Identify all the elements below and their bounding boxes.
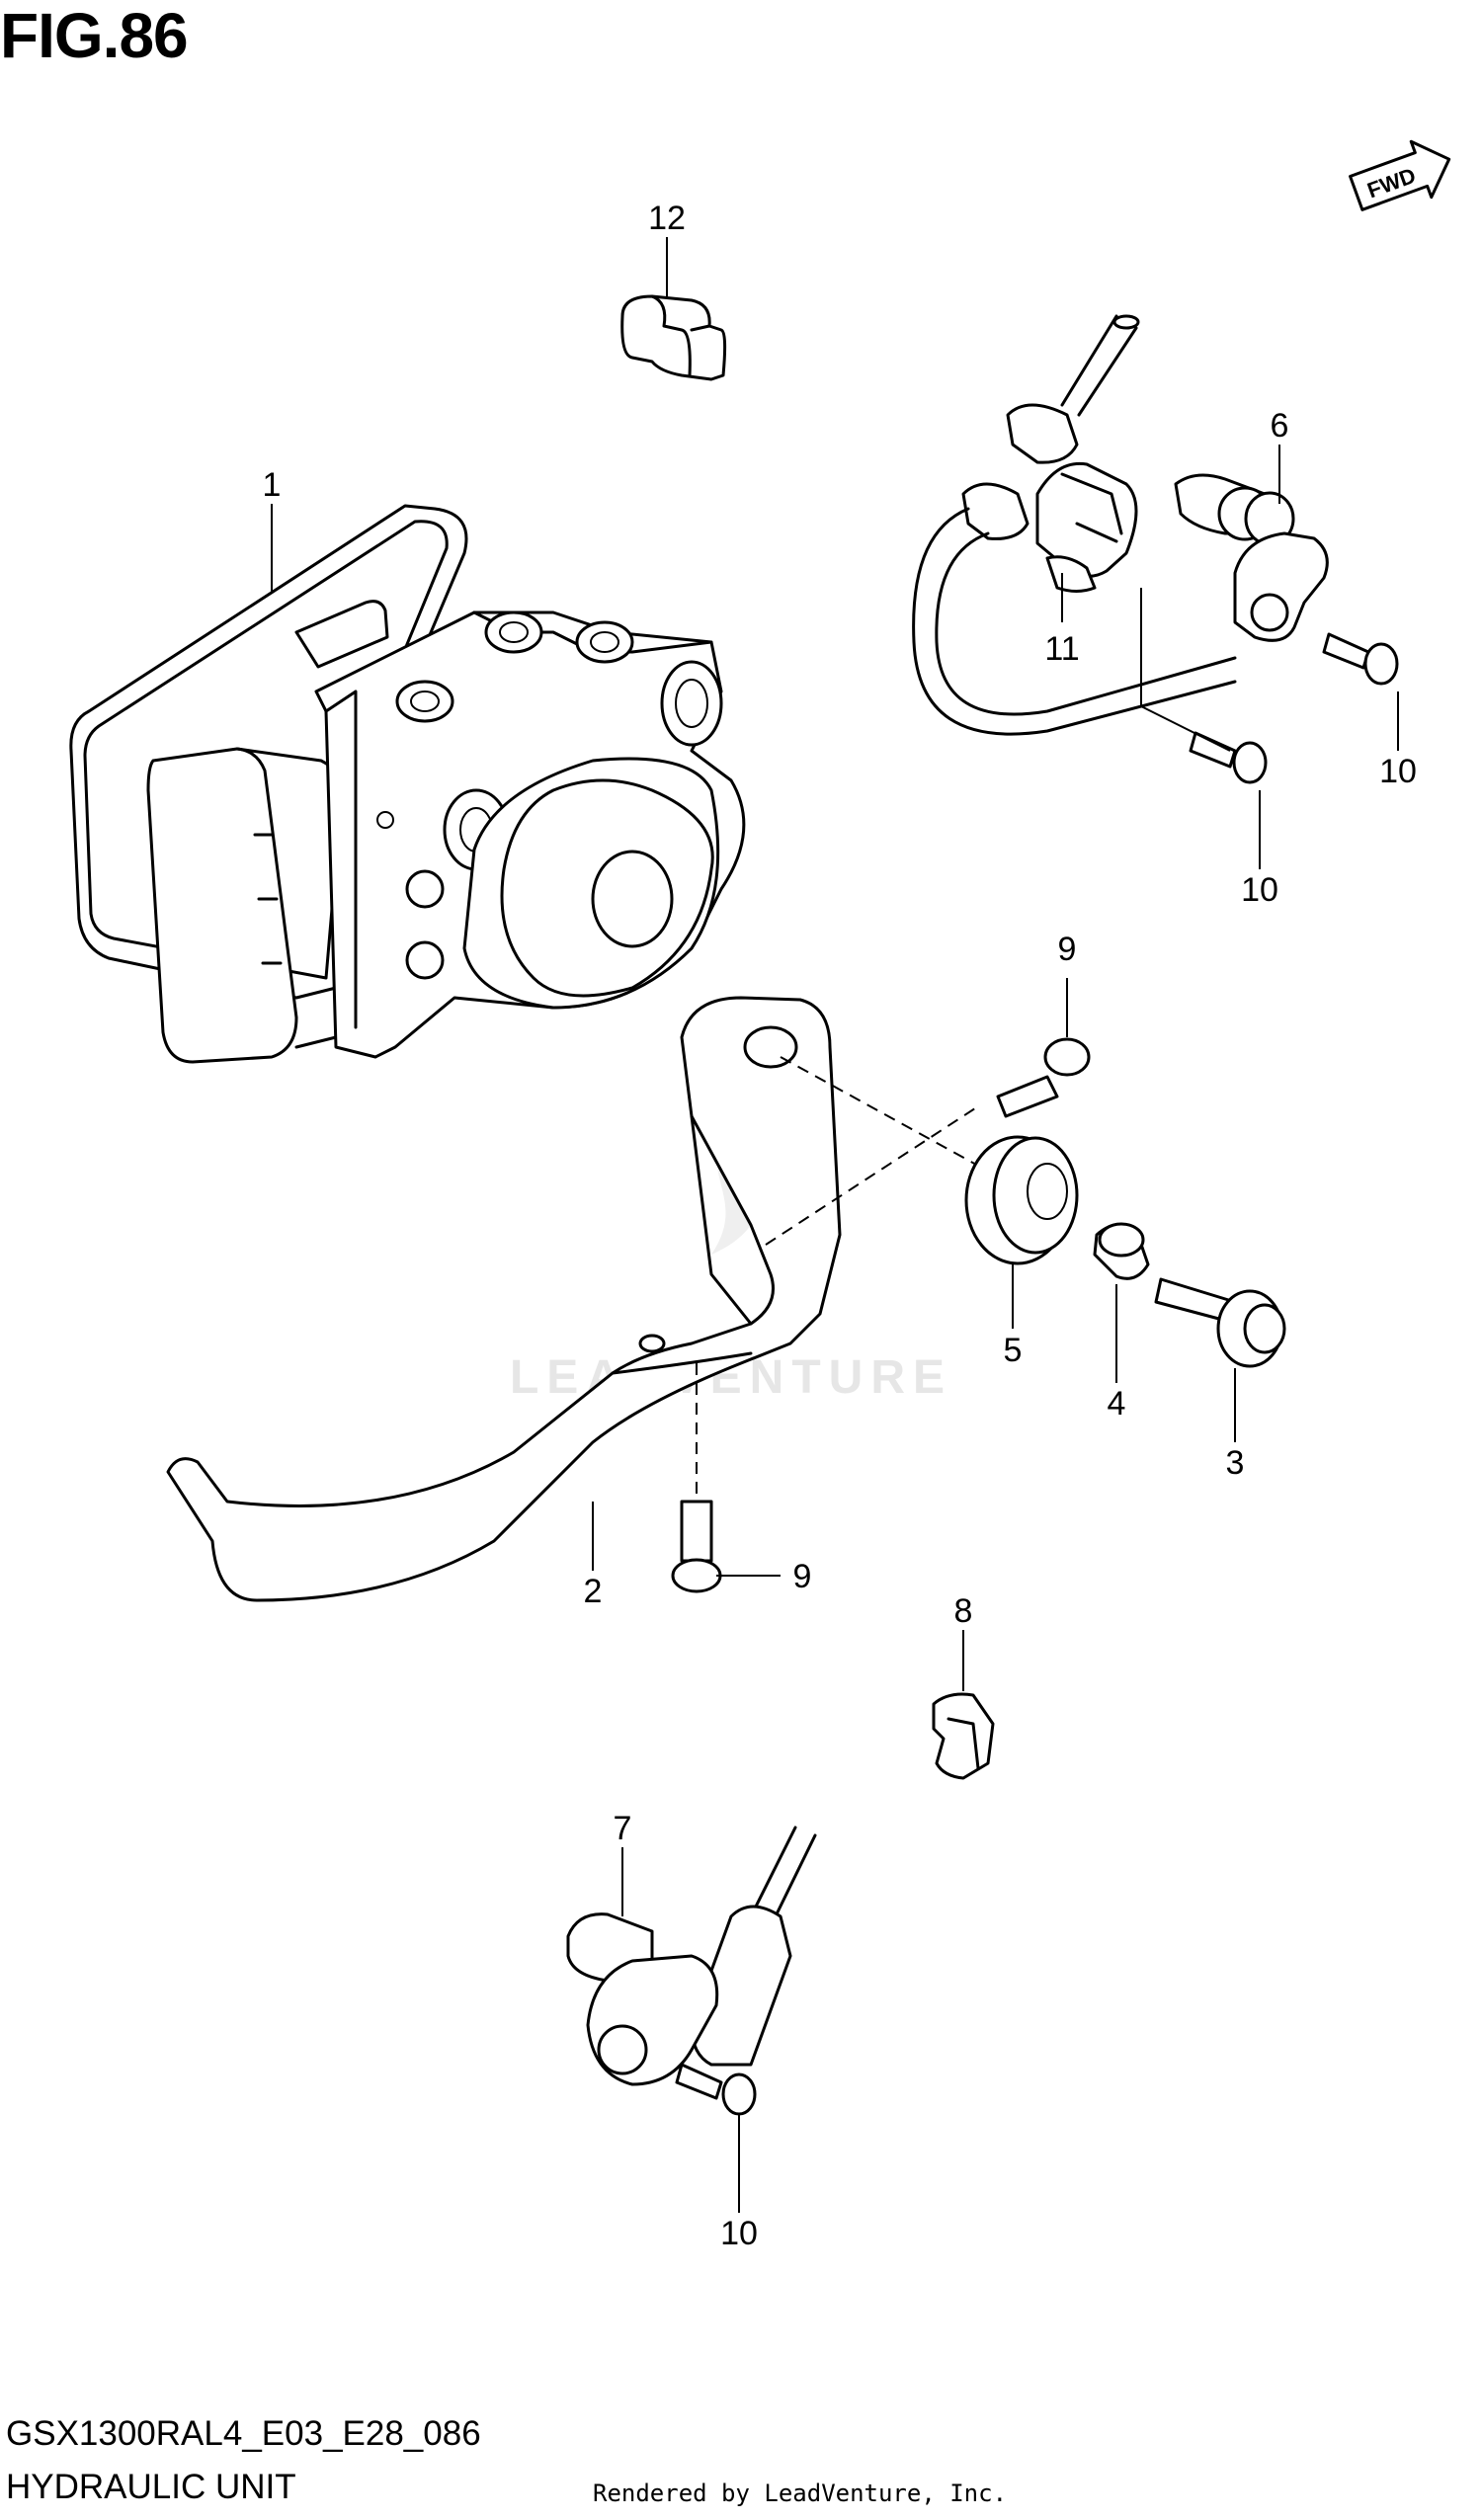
callout-10-b: 10 bbox=[1241, 871, 1278, 909]
part-1-hydraulic-unit bbox=[69, 504, 746, 1064]
leader-lines bbox=[271, 237, 1399, 2213]
part-8-clamp bbox=[932, 1692, 995, 1780]
callout-6: 6 bbox=[1271, 407, 1289, 445]
fwd-arrow-icon: FWD bbox=[1349, 139, 1451, 211]
diagram-description: HYDRAULIC UNIT bbox=[6, 2468, 296, 2506]
part-2-bracket bbox=[166, 996, 979, 1602]
callout-9-upper: 9 bbox=[1058, 931, 1077, 968]
part-3-bolt bbox=[1154, 1277, 1286, 1368]
part-10-bolt-c bbox=[675, 2063, 757, 2116]
callout-8: 8 bbox=[954, 1592, 973, 1630]
part-12-clamp bbox=[620, 294, 727, 381]
diagram-code: GSX1300RAL4_E03_E28_086 bbox=[6, 2414, 481, 2453]
callout-5: 5 bbox=[1004, 1332, 1023, 1369]
part-10-bolt-a bbox=[1322, 632, 1399, 686]
callout-10-c: 10 bbox=[720, 2215, 758, 2252]
callout-9-lower: 9 bbox=[793, 1558, 812, 1595]
callout-1: 1 bbox=[263, 466, 282, 504]
callout-7: 7 bbox=[614, 1810, 632, 1847]
callout-3: 3 bbox=[1226, 1444, 1245, 1482]
callout-10-a: 10 bbox=[1379, 753, 1417, 790]
figure-title: FIG.86 bbox=[0, 0, 189, 71]
part-9-bolt-upper bbox=[996, 1037, 1091, 1118]
part-6-11-speed-sensor bbox=[912, 314, 1329, 736]
part-5-grommet bbox=[964, 1135, 1079, 1265]
callouts: 12 1 6 11 10 10 9 5 4 3 2 9 8 7 10 bbox=[263, 200, 1417, 2252]
part-4-collar bbox=[1093, 1222, 1150, 1280]
callout-12: 12 bbox=[648, 200, 686, 237]
callout-2: 2 bbox=[584, 1573, 603, 1610]
part-7-rear-speed-sensor bbox=[566, 1826, 817, 2086]
render-credit: Rendered by LeadVenture, Inc. bbox=[593, 2479, 1008, 2507]
callout-11: 11 bbox=[1044, 630, 1079, 668]
callout-4: 4 bbox=[1108, 1385, 1126, 1423]
part-10-bolt-b bbox=[1189, 731, 1268, 784]
part-9-bolt-lower bbox=[671, 1363, 722, 1593]
